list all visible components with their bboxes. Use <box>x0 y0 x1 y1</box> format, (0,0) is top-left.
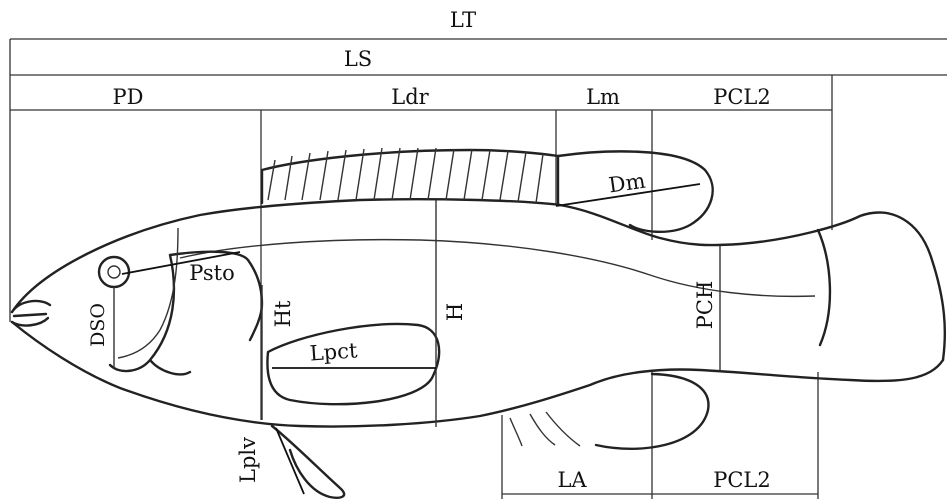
label-lplv: Lplv <box>236 437 260 483</box>
anal-spines <box>510 412 580 446</box>
dorsal-spines <box>268 148 543 203</box>
label-pcl2-bottom: PCL2 <box>713 468 771 492</box>
caudal-base-curve <box>818 230 830 345</box>
eye-outer <box>99 257 129 287</box>
label-ldr: Ldr <box>391 85 429 109</box>
fish-body <box>12 199 945 426</box>
pectoral-fin <box>267 324 439 404</box>
labels: LT LS PD Ldr Lm PCL2 Dm Psto DSO Ht H Lp… <box>87 8 771 492</box>
label-la: LA <box>557 468 587 492</box>
lplv-line <box>276 428 304 494</box>
label-lm: Lm <box>586 85 620 109</box>
label-pd: PD <box>113 85 144 109</box>
pelvic-fin <box>272 426 344 498</box>
dorsal-profile <box>12 199 945 360</box>
label-pch: PCH <box>693 281 717 330</box>
top-measurement-frame <box>10 39 947 420</box>
operculum <box>110 252 262 375</box>
label-dm: Dm <box>607 169 647 198</box>
label-h: H <box>443 303 467 321</box>
label-psto: Psto <box>189 261 234 285</box>
label-lt: LT <box>450 8 476 32</box>
label-ls: LS <box>344 47 372 71</box>
label-lpct: Lpct <box>309 338 359 365</box>
eye-inner <box>108 266 120 278</box>
measurement-lines <box>114 184 720 494</box>
label-dso: DSO <box>87 303 109 347</box>
label-ht: Ht <box>271 300 295 327</box>
caudal-fin-edge <box>12 322 943 427</box>
label-pcl2-top: PCL2 <box>713 85 771 109</box>
preoperculum <box>118 228 178 358</box>
